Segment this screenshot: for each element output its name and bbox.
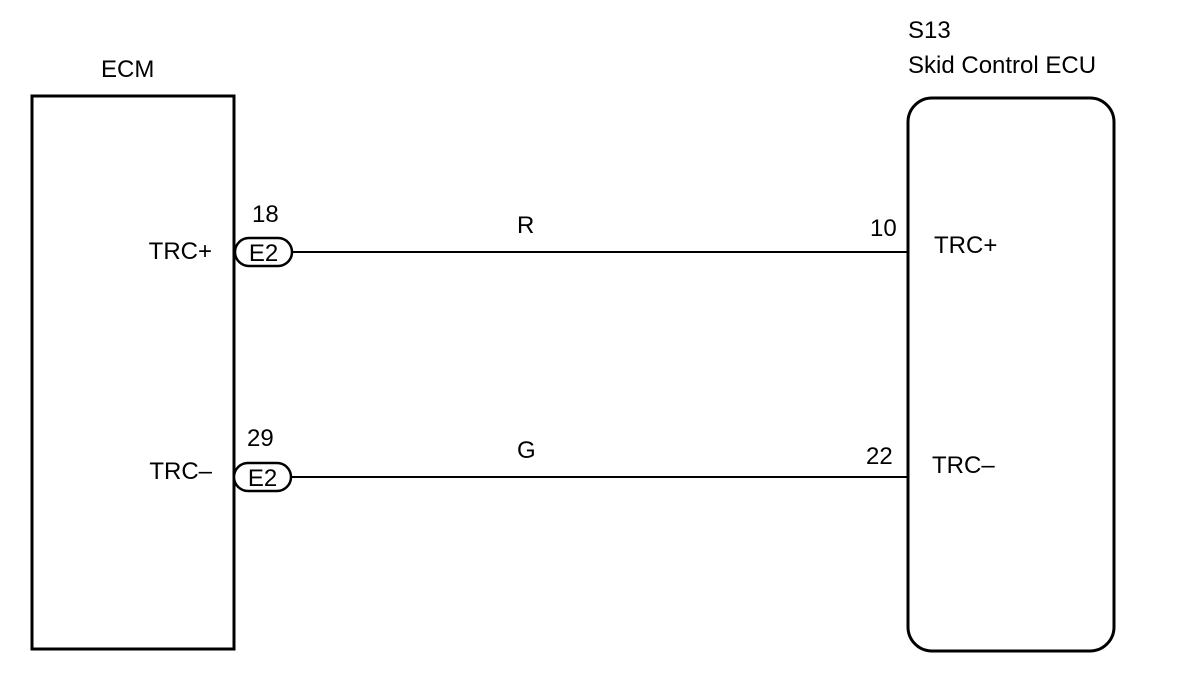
connector-e2-upper: E2 (233, 236, 294, 268)
ecm-pin-18: 18 (252, 201, 279, 228)
connector-label-upper: E2 (249, 240, 278, 267)
ecm-component: ECM TRC+ TRC– 18 29 (30, 56, 279, 651)
wire-color-g: G (517, 437, 536, 464)
skid-ecu-terminal-trc-plus-label: TRC+ (934, 232, 997, 259)
connector-label-lower: E2 (248, 465, 277, 492)
wire-harness: R G (292, 212, 908, 478)
ecm-terminal-trc-plus-label: TRC+ (149, 238, 212, 265)
skid-ecu-code: S13 (908, 17, 951, 44)
ecm-box (30, 94, 236, 651)
skid-ecu-label: Skid Control ECU (908, 52, 1096, 79)
ecm-terminal-trc-minus-label: TRC– (149, 458, 212, 485)
connector-oval-upper (233, 236, 294, 268)
skid-ecu-component: S13 Skid Control ECU 10 22 TRC+ TRC– (866, 17, 1116, 653)
connector-oval-lower (232, 461, 293, 493)
connector-e2-lower: E2 (232, 461, 293, 493)
skid-ecu-box (906, 96, 1116, 653)
wire-color-r: R (517, 212, 534, 239)
skid-ecu-pin-10: 10 (870, 215, 897, 242)
skid-ecu-terminal-trc-minus-label: TRC– (932, 452, 995, 479)
ecm-label: ECM (101, 56, 154, 83)
skid-ecu-pin-22: 22 (866, 443, 893, 470)
ecm-pin-29: 29 (247, 425, 274, 452)
